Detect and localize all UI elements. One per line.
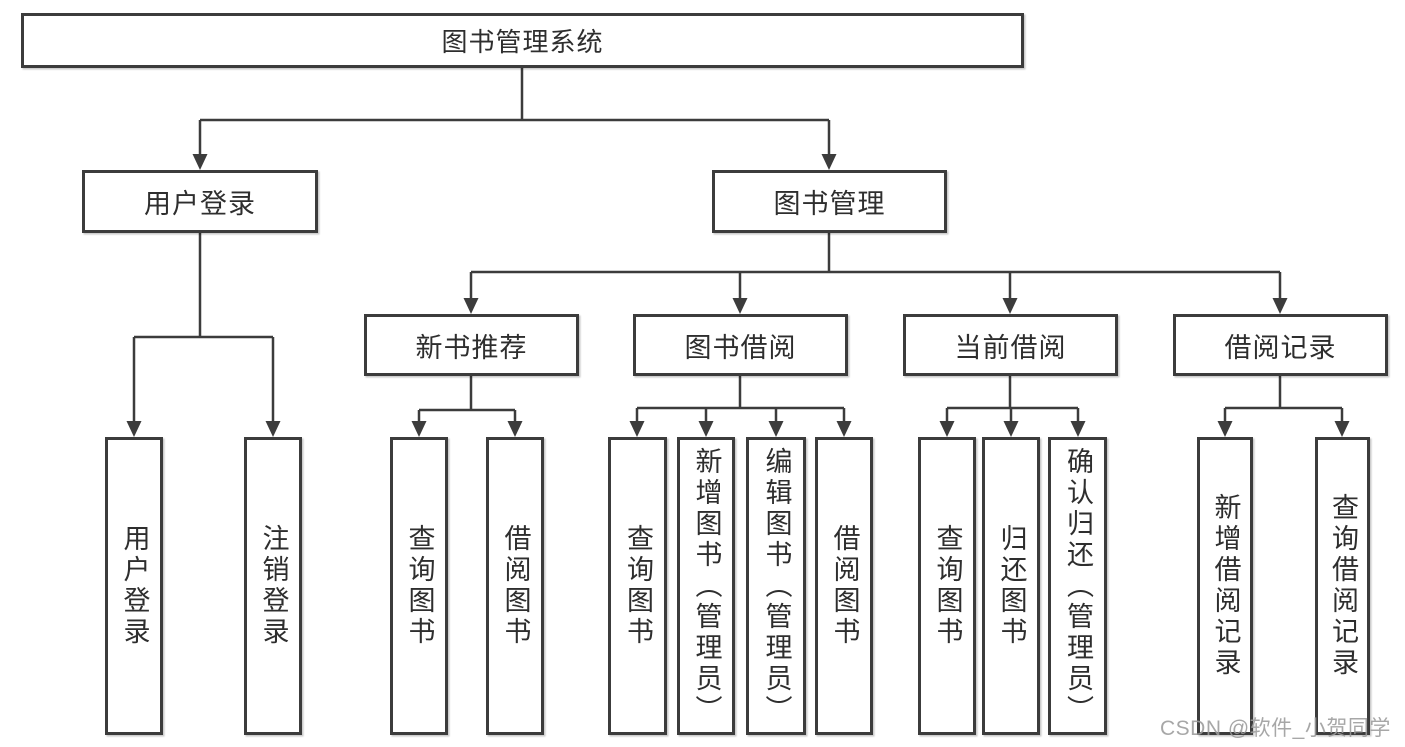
leaf-add-book-admin: 新增图书（管理员） xyxy=(677,437,735,735)
node-new-book-recommend: 新书推荐 xyxy=(364,314,579,376)
arrow-icon xyxy=(821,154,837,170)
leaf-label: 新增图书（管理员） xyxy=(691,446,722,726)
arrow-icon xyxy=(698,421,714,437)
arrow-icon xyxy=(1003,421,1019,437)
arrow-icon xyxy=(1334,421,1350,437)
leaf-label: 借阅图书 xyxy=(829,524,860,648)
node-user-login: 用户登录 xyxy=(82,170,318,233)
leaf-query-books-3: 查询图书 xyxy=(918,437,976,735)
arrow-icon xyxy=(836,421,852,437)
leaf-label: 编辑图书（管理员） xyxy=(761,446,792,726)
node-label: 用户登录 xyxy=(144,189,256,219)
arrowheads xyxy=(126,154,1350,437)
leaf-label: 查询图书 xyxy=(932,524,963,648)
leaf-label: 新增借阅记录 xyxy=(1210,493,1241,679)
node-borrow-records: 借阅记录 xyxy=(1173,314,1388,376)
node-label: 图书管理 xyxy=(773,189,886,219)
arrow-icon xyxy=(126,421,142,437)
node-current-borrowing: 当前借阅 xyxy=(903,314,1118,376)
leaf-label: 查询借阅记录 xyxy=(1328,493,1358,679)
connector-current-to-leaves xyxy=(945,376,1080,423)
leaf-borrow-books-2: 借阅图书 xyxy=(815,437,873,735)
leaf-label: 确认归还（管理员） xyxy=(1063,446,1093,726)
leaf-query-borrow-record: 查询借阅记录 xyxy=(1315,437,1370,735)
node-label: 图书管理系统 xyxy=(441,27,604,57)
connector-recommend-to-leaves xyxy=(417,376,517,423)
arrow-icon xyxy=(1002,298,1018,314)
leaf-query-books-1: 查询图书 xyxy=(390,437,448,735)
leaf-return-book: 归还图书 xyxy=(982,437,1040,735)
arrow-icon xyxy=(732,298,748,314)
leaf-user-login: 用户登录 xyxy=(105,437,163,735)
leaf-edit-book-admin: 编辑图书（管理员） xyxy=(746,437,806,735)
leaf-label: 借阅图书 xyxy=(500,524,531,648)
leaf-label: 查询图书 xyxy=(404,524,435,648)
connector-mgmt-to-level3 xyxy=(469,233,1282,300)
connector-records-to-leaves xyxy=(1223,376,1344,423)
connector-root-to-level2 xyxy=(198,68,831,156)
leaf-borrow-books-1: 借阅图书 xyxy=(486,437,544,735)
arrow-icon xyxy=(1272,298,1288,314)
connector-login-to-leaves xyxy=(132,233,275,423)
watermark: CSDN @软件_小贺同学 xyxy=(1160,717,1391,740)
arrow-icon xyxy=(507,421,523,437)
arrow-icon xyxy=(629,421,645,437)
arrow-icon xyxy=(939,421,955,437)
arrow-icon xyxy=(1217,421,1233,437)
arrow-icon xyxy=(1070,421,1086,437)
node-book-management: 图书管理 xyxy=(712,170,947,233)
leaf-add-borrow-record: 新增借阅记录 xyxy=(1197,437,1253,735)
arrow-icon xyxy=(411,421,427,437)
leaf-label: 注销登录 xyxy=(258,524,289,648)
leaf-label: 查询图书 xyxy=(623,524,653,648)
leaf-query-books-2: 查询图书 xyxy=(608,437,667,735)
arrow-icon xyxy=(192,154,208,170)
leaf-label: 归还图书 xyxy=(996,524,1027,648)
arrow-icon xyxy=(768,421,784,437)
connector-borrow-to-leaves xyxy=(635,376,846,423)
node-label: 当前借阅 xyxy=(954,332,1067,363)
node-library-management-system: 图书管理系统 xyxy=(21,13,1024,68)
node-label: 借阅记录 xyxy=(1224,332,1337,363)
node-book-borrowing: 图书借阅 xyxy=(633,314,848,376)
node-label: 图书借阅 xyxy=(684,332,797,363)
arrow-icon xyxy=(463,298,479,314)
arrow-icon xyxy=(265,421,281,437)
node-label: 新书推荐 xyxy=(415,332,528,363)
leaf-confirm-return-admin: 确认归还（管理员） xyxy=(1048,437,1107,735)
leaf-label: 用户登录 xyxy=(119,524,150,648)
leaf-logout: 注销登录 xyxy=(244,437,302,735)
